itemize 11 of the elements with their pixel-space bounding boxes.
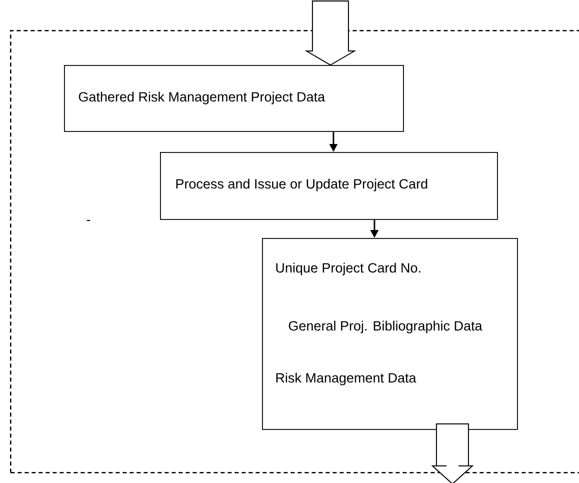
frame-boundary bbox=[10, 30, 579, 474]
box-text: General Proj. Bibliographic Data bbox=[288, 320, 482, 334]
box-text: Gathered Risk Management Project Data bbox=[78, 92, 326, 104]
box-text: Process and Issue or Update Project Card bbox=[176, 178, 428, 192]
process-box bbox=[64, 65, 404, 132]
box-text: Unique Project Card No. bbox=[276, 262, 420, 276]
note-mark: - bbox=[86, 220, 90, 221]
block-arrow bbox=[431, 423, 474, 483]
box-text: Risk Management Data bbox=[276, 372, 416, 386]
process-box bbox=[262, 238, 518, 430]
process-box bbox=[160, 152, 498, 220]
